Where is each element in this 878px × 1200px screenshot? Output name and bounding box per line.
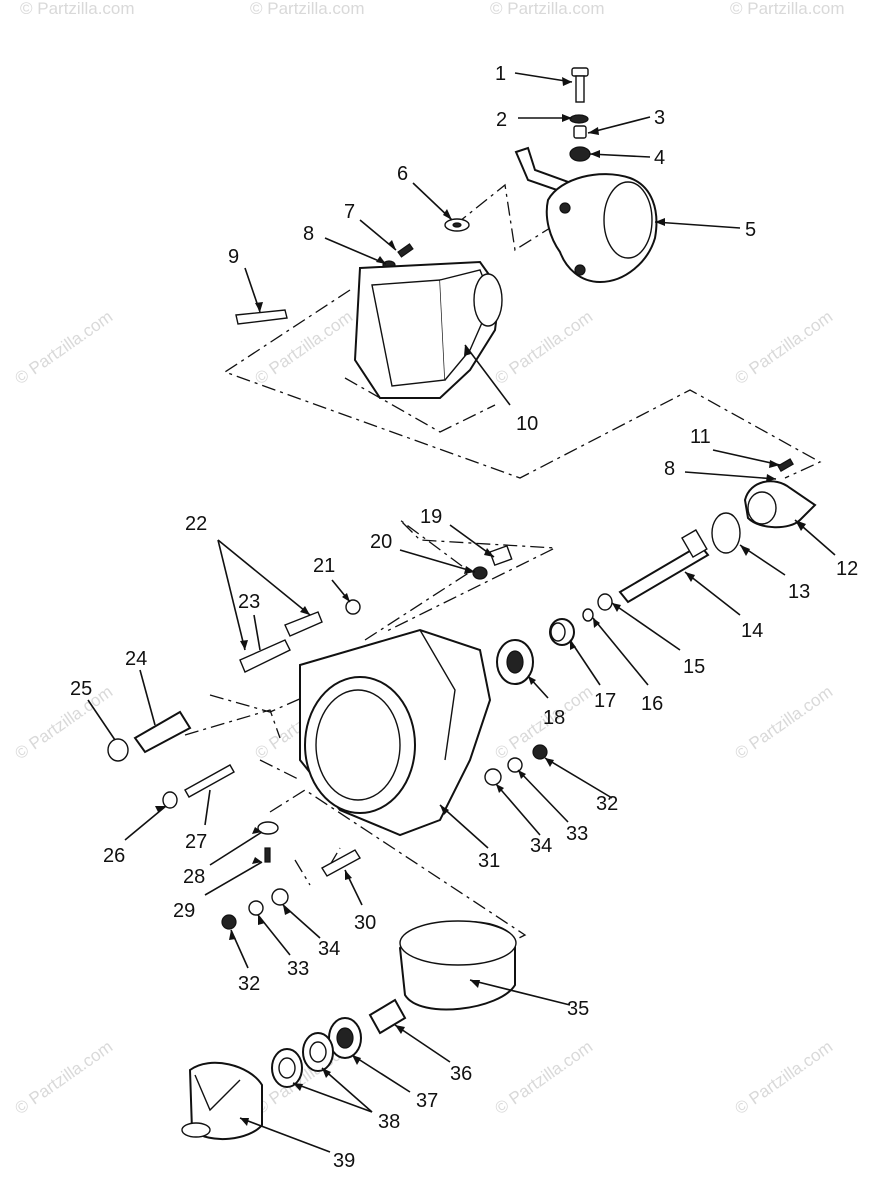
plate-part — [257, 821, 279, 835]
watermark: © Partzilla.com — [11, 307, 116, 388]
callout-25: 25 — [70, 678, 92, 700]
fitting-part — [489, 544, 513, 567]
callout-5: 5 — [745, 219, 756, 241]
washer-part — [248, 900, 264, 916]
shaft-assembly — [345, 458, 817, 685]
pin-part — [239, 639, 291, 673]
callout-8: 8 — [303, 223, 314, 245]
washer-part — [271, 888, 289, 906]
callout-7: 7 — [344, 201, 355, 223]
watermark: © Partzilla.com — [731, 682, 836, 763]
callout-35: 35 — [567, 998, 589, 1020]
screw-part — [264, 847, 271, 863]
nut-part — [532, 744, 548, 760]
spacer-part — [573, 125, 587, 139]
screw-part — [777, 458, 794, 473]
callout-1: 1 — [495, 63, 506, 85]
plug-part — [345, 599, 361, 615]
nut-part — [472, 566, 488, 580]
callout-21: 21 — [313, 555, 335, 577]
callout-8b: 8 — [664, 458, 675, 480]
shaft-part — [184, 764, 235, 798]
seal-part — [597, 593, 613, 611]
o-ring-part — [162, 791, 178, 809]
callout-9: 9 — [228, 246, 239, 268]
washer-part — [484, 768, 502, 786]
watermark: © Partzilla.com — [491, 307, 596, 388]
callout-31: 31 — [478, 850, 500, 872]
callout-20: 20 — [370, 531, 392, 553]
callout-23: 23 — [238, 591, 260, 613]
callout-28: 28 — [183, 866, 205, 888]
fitting-part — [133, 710, 192, 754]
washer-part — [569, 114, 589, 124]
callout-26: 26 — [103, 845, 125, 867]
callout-34: 34 — [530, 835, 552, 857]
callout-13: 13 — [788, 581, 810, 603]
callout-15: 15 — [683, 656, 705, 678]
callout-30: 30 — [354, 912, 376, 934]
watermark: © Partzilla.com — [731, 307, 836, 388]
watermark: © Partzilla.com — [20, 0, 135, 18]
impeller-shaft-part — [618, 543, 710, 604]
screw-part — [397, 243, 414, 258]
callout-4: 4 — [654, 147, 665, 169]
callout-11: 11 — [690, 426, 711, 448]
callout-2: 2 — [496, 109, 507, 131]
callout-22: 22 — [185, 513, 207, 535]
watermark: © Partzilla.com — [730, 0, 845, 18]
pin-part — [235, 309, 288, 325]
watermark: © Partzilla.com — [11, 1037, 116, 1118]
callout-34b: 34 — [318, 938, 340, 960]
callout-33: 33 — [566, 823, 588, 845]
watermark: © Partzilla.com — [491, 1037, 596, 1118]
callout-32b: 32 — [238, 973, 260, 995]
callout-37: 37 — [416, 1090, 438, 1112]
callout-33b: 33 — [287, 958, 309, 980]
callout-10: 10 — [516, 413, 538, 435]
pump-housing-assembly — [107, 611, 548, 930]
callout-12: 12 — [836, 558, 858, 580]
watermark: © Partzilla.com — [11, 682, 116, 763]
callout-38: 38 — [378, 1111, 400, 1133]
callout-32: 32 — [596, 793, 618, 815]
watermark: © Partzilla.com — [731, 1037, 836, 1118]
stud-part — [321, 849, 361, 877]
callout-27: 27 — [185, 831, 207, 853]
watermark: © Partzilla.com — [250, 0, 365, 18]
pin-part — [284, 611, 323, 637]
bolt-part — [571, 67, 589, 77]
nut-part — [569, 146, 591, 162]
o-ring-part — [711, 512, 741, 554]
sleeve-part — [368, 998, 407, 1035]
seal-part — [582, 608, 594, 622]
callout-3: 3 — [654, 107, 665, 129]
nozzle-assembly — [235, 67, 658, 399]
callout-19: 19 — [420, 506, 442, 528]
impeller-assembly — [181, 920, 517, 1141]
callout-29: 29 — [173, 900, 195, 922]
arrowheads — [155, 77, 806, 1126]
callout-labels: 1 2 3 4 5 6 7 8 9 10 11 8 12 13 14 15 16… — [70, 63, 858, 1172]
callout-17: 17 — [594, 690, 616, 712]
o-ring-part — [107, 738, 129, 762]
callout-24: 24 — [125, 648, 147, 670]
callout-18: 18 — [543, 707, 565, 729]
callout-36: 36 — [450, 1063, 472, 1085]
watermark: © Partzilla.com — [490, 0, 605, 18]
callout-14: 14 — [741, 620, 763, 642]
callout-6: 6 — [397, 163, 408, 185]
washer-part — [507, 757, 523, 773]
callout-16: 16 — [641, 693, 663, 715]
nut-part — [221, 914, 237, 930]
callout-39: 39 — [333, 1150, 355, 1172]
